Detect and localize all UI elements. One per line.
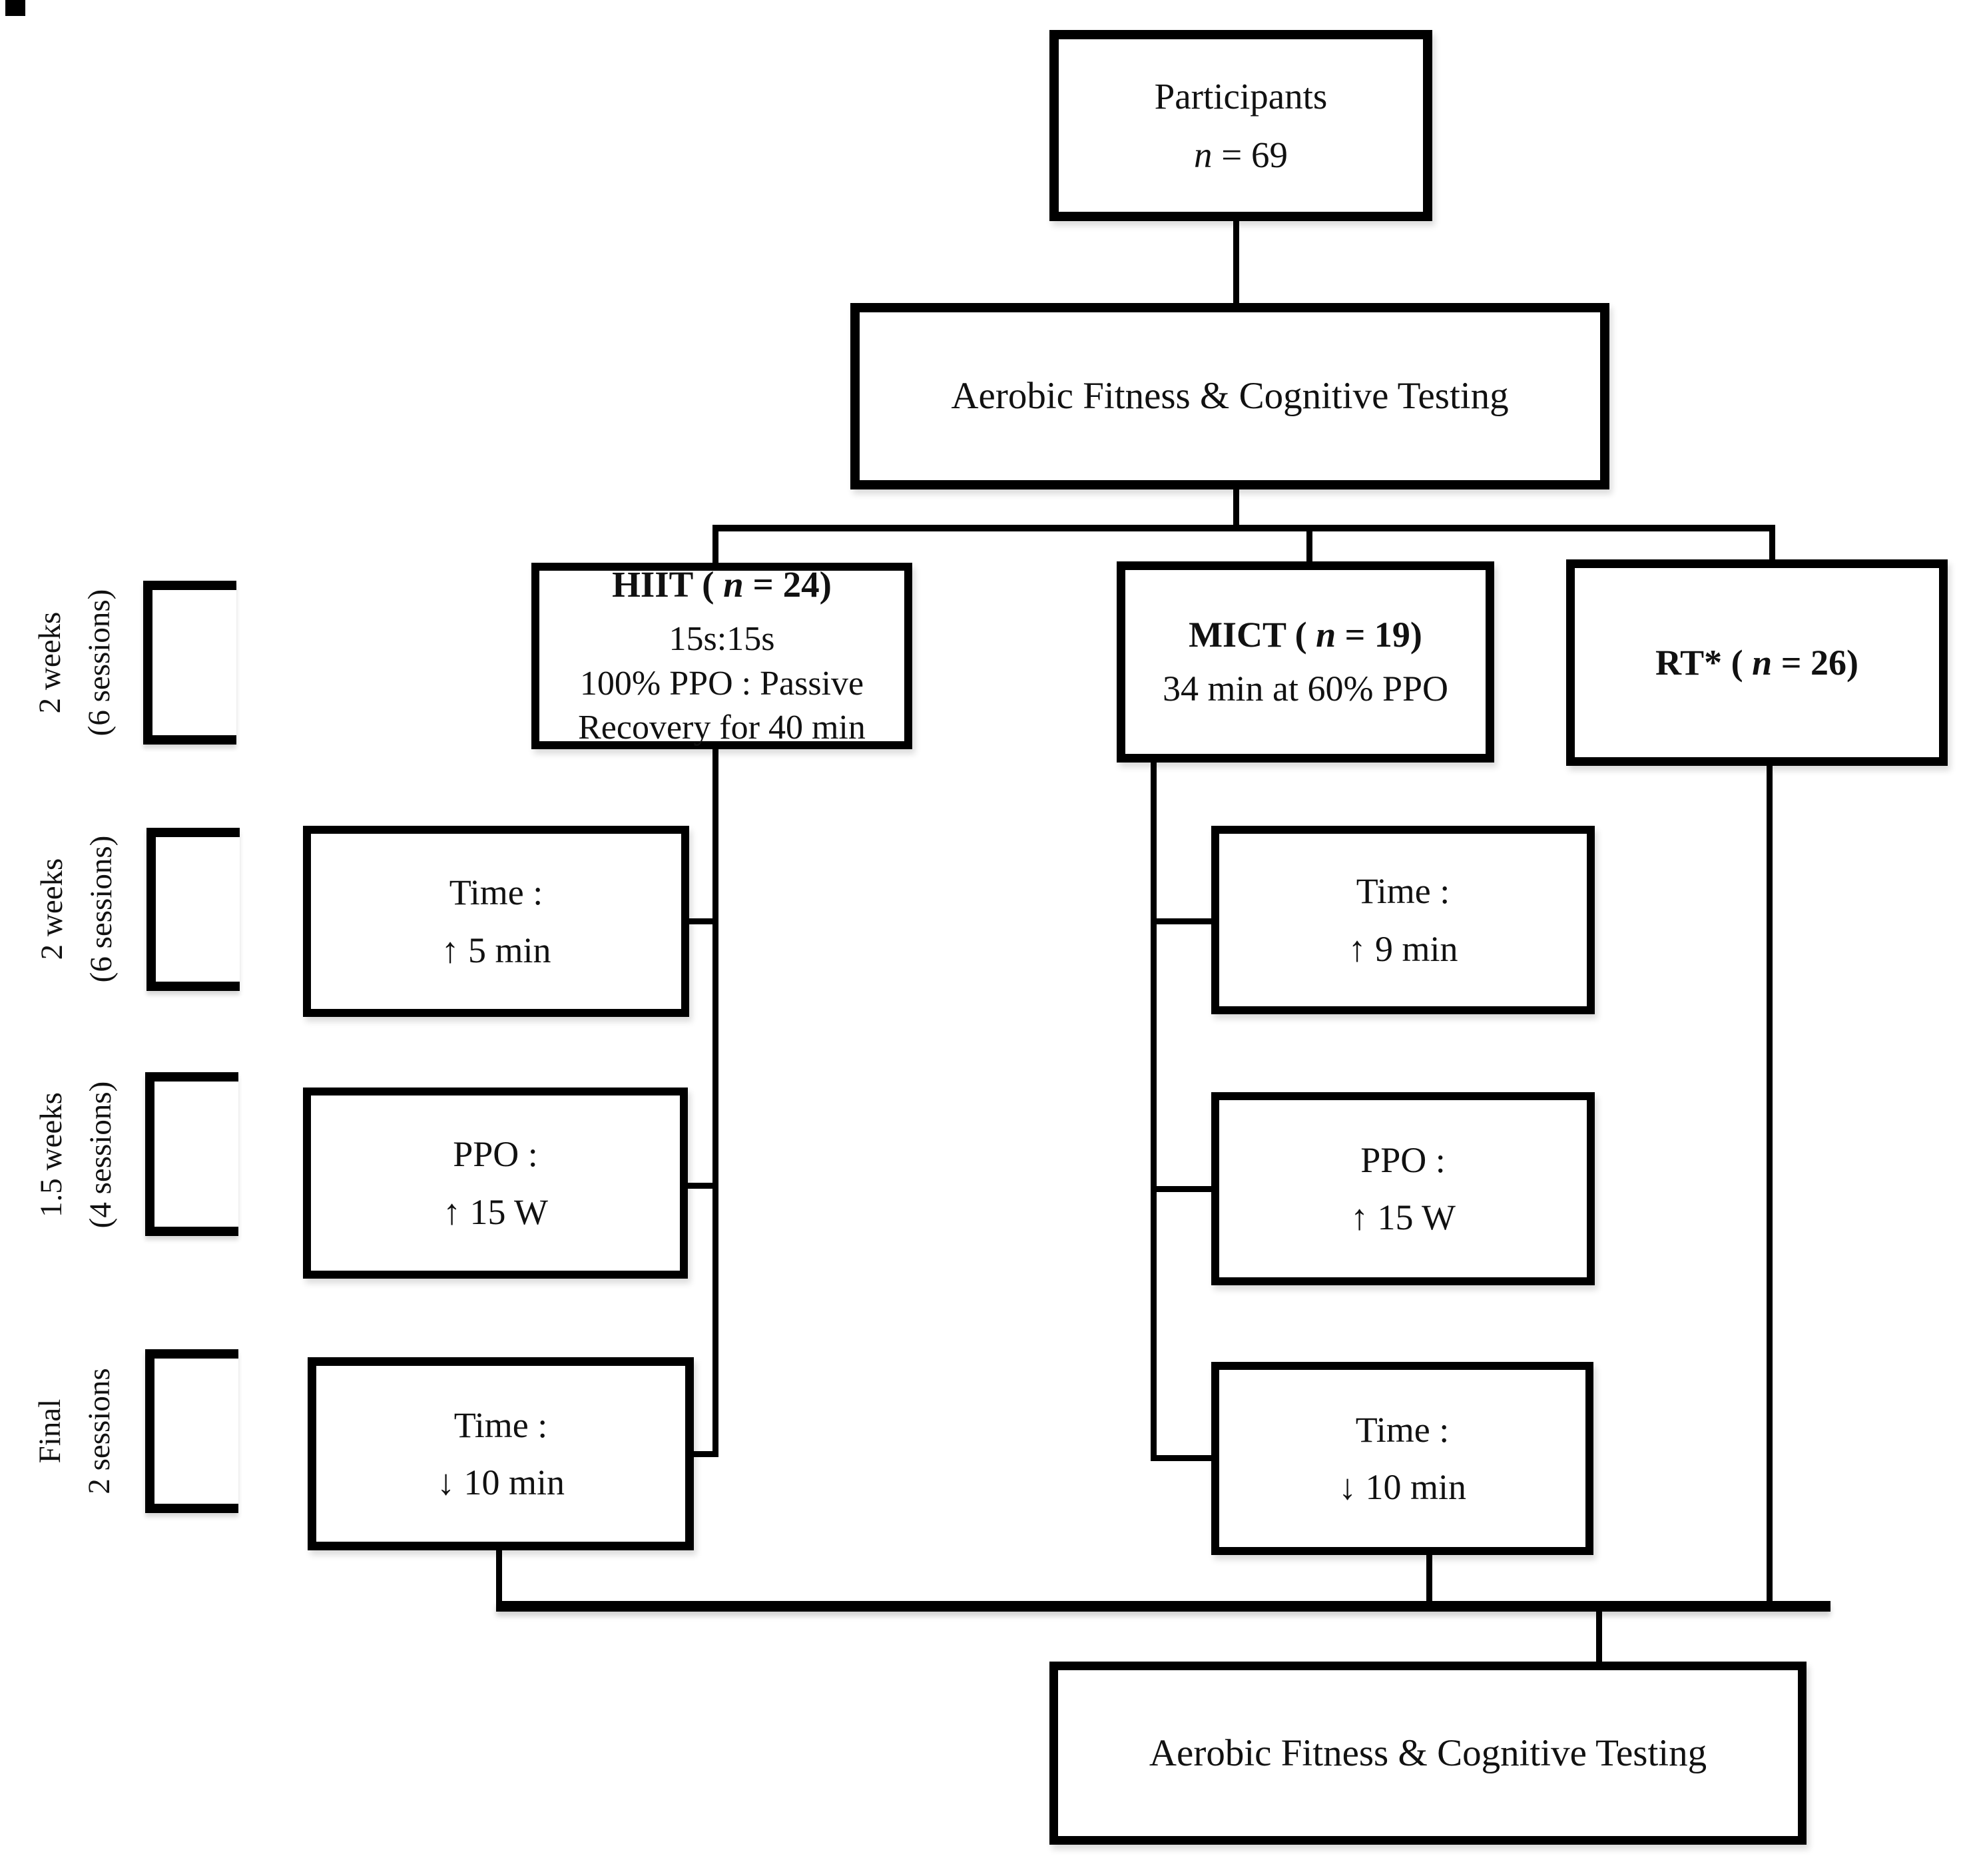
- n-value: = 69: [1212, 134, 1288, 175]
- step-value: ↓ 10 min: [436, 1462, 565, 1502]
- hiit-step-ppo-up-box: PPO : ↑ 15 W: [303, 1088, 688, 1279]
- connector-branch-rt: [1769, 525, 1775, 563]
- rt-name: RT* (: [1655, 642, 1753, 683]
- step-value: ↑ 15 W: [443, 1191, 548, 1232]
- mict-group-title: MICT ( n = 19): [1189, 608, 1422, 662]
- phase-label-1: 2 weeks (6 sessions): [24, 521, 125, 804]
- mict-protocol: 34 min at 60% PPO: [1162, 669, 1449, 709]
- n-symbol: n: [1193, 134, 1213, 175]
- step-label: PPO :: [453, 1134, 538, 1175]
- hiit-stub-time10: [691, 1451, 718, 1457]
- phase-bracket-3: [145, 1072, 238, 1236]
- phase-duration: Final: [32, 1399, 67, 1464]
- phase-bracket-2: [146, 828, 240, 991]
- mict-name: MICT (: [1189, 615, 1316, 655]
- hiit-protocol-intensity: 100% PPO : Passive: [579, 664, 864, 703]
- bottom-bus-line: [496, 1601, 1830, 1612]
- mict-bottom-drop: [1426, 1552, 1432, 1609]
- hiit-group-box: HIIT ( n = 24) 15s:15s 100% PPO : Passiv…: [531, 563, 912, 749]
- participants-count: n = 69: [1194, 126, 1288, 184]
- step-value: ↑ 9 min: [1348, 928, 1458, 969]
- hiit-step-time-up-box: Time : ↑ 5 min: [303, 826, 689, 1017]
- rt-group-box: RT* ( n = 26): [1566, 559, 1948, 766]
- hiit-name: HIIT (: [612, 563, 724, 605]
- phase-duration: 1.5 weeks: [33, 1092, 69, 1217]
- n-symbol: n: [723, 563, 744, 605]
- rt-spine-line: [1767, 763, 1773, 1610]
- mict-stub-time9: [1154, 918, 1211, 924]
- phase-duration: 2 weeks: [34, 858, 69, 960]
- n-symbol: n: [1316, 615, 1336, 655]
- phase-label-4: Final 2 sessions: [24, 1290, 125, 1572]
- step-label: Time :: [449, 872, 543, 913]
- step-value: ↓ 10 min: [1338, 1467, 1466, 1507]
- phase-sessions: 2 sessions: [82, 1368, 117, 1494]
- hiit-group-title: HIIT ( n = 24): [612, 561, 832, 608]
- phase-duration: 2 weeks: [32, 611, 67, 714]
- n-symbol: n: [1752, 642, 1773, 683]
- step-label: Time :: [1356, 871, 1450, 912]
- hiit-protocol-ratio: 15s:15s: [669, 620, 775, 659]
- mict-stub-time10: [1154, 1455, 1211, 1461]
- step-label: Time :: [453, 1405, 548, 1445]
- posttest-box: Aerobic Fitness & Cognitive Testing: [1049, 1662, 1807, 1845]
- hiit-bottom-drop: [496, 1549, 502, 1609]
- step-label: Time :: [1355, 1409, 1450, 1450]
- scan-artifact: [5, 0, 25, 16]
- phase-sessions: (4 sessions): [83, 1081, 118, 1229]
- hiit-protocol-duration: Recovery for 40 min: [578, 709, 866, 747]
- connector-bus-posttest: [1596, 1612, 1602, 1665]
- mict-step-time-down-box: Time : ↓ 10 min: [1211, 1362, 1593, 1555]
- rt-group-title: RT* ( n = 26): [1655, 634, 1858, 691]
- hiit-stub-ppo: [686, 1183, 718, 1189]
- hiit-step-time-down-box: Time : ↓ 10 min: [308, 1357, 694, 1550]
- posttest-label: Aerobic Fitness & Cognitive Testing: [1149, 1731, 1707, 1774]
- rt-n: = 26): [1772, 642, 1858, 683]
- phase-sessions: (6 sessions): [82, 589, 117, 737]
- phase-bracket-4: [145, 1349, 238, 1513]
- participants-box: Participants n = 69: [1049, 30, 1432, 221]
- mict-step-time-up-box: Time : ↑ 9 min: [1211, 826, 1595, 1014]
- phase-sessions: (6 sessions): [84, 835, 119, 983]
- connector-branch-hiit: [712, 525, 718, 566]
- branch-bus-line: [712, 525, 1775, 531]
- mict-step-ppo-up-box: PPO : ↑ 15 W: [1211, 1092, 1595, 1285]
- phase-label-3: 1.5 weeks (4 sessions): [25, 1014, 127, 1296]
- connector-branch-mict: [1306, 525, 1312, 566]
- participants-title: Participants: [1154, 75, 1328, 117]
- connector-pretest-branch: [1233, 488, 1239, 528]
- hiit-stub-time5: [686, 918, 718, 924]
- step-value: ↑ 15 W: [1350, 1197, 1456, 1237]
- phase-bracket-1: [143, 581, 236, 745]
- mict-spine-line: [1151, 759, 1157, 1461]
- pretest-box: Aerobic Fitness & Cognitive Testing: [850, 303, 1609, 489]
- pretest-label: Aerobic Fitness & Cognitive Testing: [951, 375, 1509, 418]
- connector-participants-pretest: [1233, 218, 1239, 305]
- step-value: ↑ 5 min: [441, 930, 551, 970]
- mict-group-box: MICT ( n = 19) 34 min at 60% PPO: [1117, 561, 1494, 763]
- hiit-spine-line: [712, 747, 718, 1457]
- phase-label-2: 2 weeks (6 sessions): [26, 768, 127, 1050]
- mict-n: = 19): [1336, 615, 1422, 655]
- hiit-n: = 24): [743, 563, 832, 605]
- mict-stub-ppo: [1154, 1186, 1211, 1192]
- step-label: PPO :: [1360, 1139, 1446, 1180]
